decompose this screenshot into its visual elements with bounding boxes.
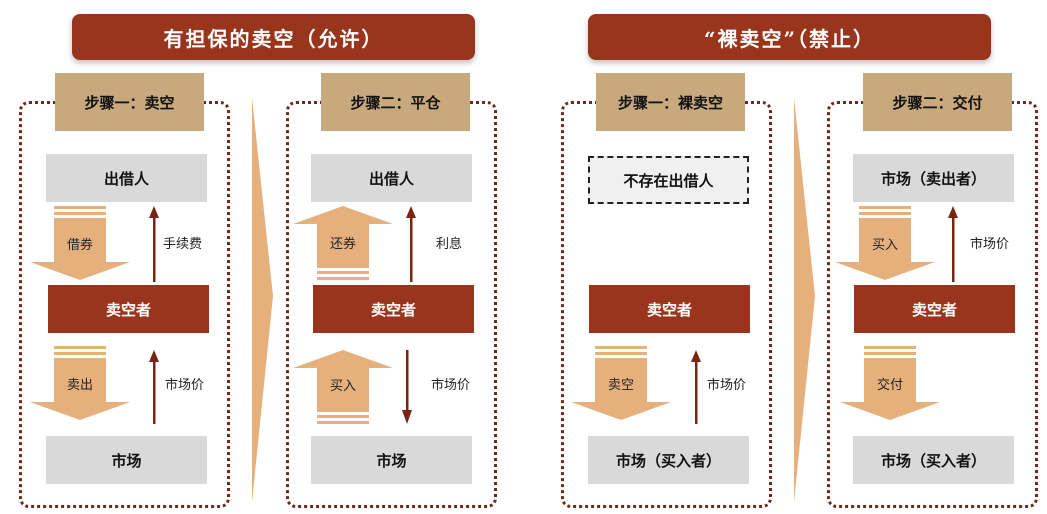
short-seller-box-label: 卖空者 — [105, 300, 151, 319]
market-seller-box: 市场（卖出者） — [853, 154, 1014, 202]
market-buyer-box: 市场（买入者） — [853, 436, 1014, 484]
interest-arrow-up-icon — [406, 206, 416, 282]
return-securities-arrow-up: 还券 — [293, 206, 393, 284]
section-title-text: 有担保的卖空（允许） — [163, 26, 384, 51]
step-tab-label: 步骤二：交付 — [892, 93, 983, 112]
buy-label: 买入 — [871, 238, 898, 253]
short-seller-box: 卖空者 — [48, 285, 209, 333]
short-sell-label: 卖空 — [607, 378, 634, 393]
short-seller-box-label: 卖空者 — [911, 300, 957, 319]
lender-box: 出借人 — [46, 154, 207, 202]
buy-arrow-up: 买入 — [293, 350, 393, 428]
market-box-label: 市场 — [376, 451, 407, 470]
market-buyer-box: 市场（买入者） — [588, 436, 749, 484]
lender-box-label: 出借人 — [368, 169, 414, 188]
market-price-label: 市场价 — [431, 378, 471, 393]
short-seller-box-label: 卖空者 — [646, 300, 692, 319]
borrow-securities-arrow-down: 借券 — [30, 206, 130, 284]
short-sell-arrow-down: 卖空 — [571, 346, 671, 424]
market-price-label: 市场价 — [970, 237, 1010, 252]
short-seller-box: 卖空者 — [313, 285, 474, 333]
short-seller-box-label: 卖空者 — [370, 300, 416, 319]
market-box: 市场 — [46, 436, 207, 484]
section-title-naked-short: “裸卖空”（禁止） — [588, 14, 991, 60]
market-box-label: 市场 — [111, 451, 142, 470]
market-price-label: 市场价 — [707, 378, 747, 393]
deliver-label: 交付 — [876, 378, 903, 393]
deliver-arrow-down: 交付 — [840, 346, 940, 424]
step-tab-naked-step1: 步骤一：裸卖空 — [596, 73, 745, 131]
step-tab-covered-step1: 步骤一：卖空 — [55, 73, 204, 131]
next-step-chevron-icon — [252, 98, 273, 502]
buy-label: 买入 — [329, 379, 356, 394]
down-arrow-icon — [840, 346, 940, 420]
step-tab-naked-step2: 步骤二：交付 — [863, 73, 1012, 131]
market-box: 市场 — [311, 436, 472, 484]
market-price-arrow-up-icon — [691, 350, 701, 424]
step-tab-label: 步骤二：平仓 — [350, 93, 441, 112]
interest-label: 利息 — [436, 237, 463, 252]
fee-arrow-up-icon — [149, 206, 159, 282]
down-arrow-icon — [30, 346, 130, 420]
step-tab-covered-step2: 步骤二：平仓 — [321, 73, 470, 131]
next-step-chevron-icon — [794, 98, 815, 502]
step-tab-label: 步骤一：卖空 — [84, 93, 175, 112]
section-title-text: “裸卖空”（禁止） — [703, 26, 875, 51]
market-price-label: 市场价 — [165, 378, 205, 393]
step-tab-label: 步骤一：裸卖空 — [617, 93, 723, 112]
market-buyer-box-label: 市场（买入者） — [615, 451, 721, 470]
borrow-securities-label: 借券 — [66, 238, 93, 253]
market-price-arrow-up-icon — [149, 350, 159, 424]
up-arrow-icon — [293, 350, 393, 424]
down-arrow-icon — [571, 346, 671, 420]
market-price-arrow-up-icon — [948, 206, 958, 282]
short-seller-box: 卖空者 — [589, 285, 750, 333]
short-seller-box: 卖空者 — [854, 285, 1015, 333]
market-seller-box-label: 市场（卖出者） — [880, 169, 986, 188]
down-arrow-icon — [30, 206, 130, 280]
lender-box-label: 出借人 — [103, 169, 149, 188]
up-arrow-icon — [293, 206, 393, 280]
no-lender-box: 不存在出借人 — [588, 156, 749, 204]
down-arrow-icon — [835, 206, 935, 280]
buy-arrow-down: 买入 — [835, 206, 935, 284]
no-lender-box-label: 不存在出借人 — [623, 171, 714, 190]
market-price-arrow-down-icon — [402, 350, 412, 424]
sell-label: 卖出 — [66, 378, 93, 393]
section-title-covered-short: 有担保的卖空（允许） — [72, 14, 475, 60]
fee-label: 手续费 — [163, 237, 203, 252]
lender-box: 出借人 — [311, 154, 472, 202]
sell-arrow-down: 卖出 — [30, 346, 130, 424]
return-securities-label: 还券 — [329, 237, 356, 252]
market-buyer-box-label: 市场（买入者） — [880, 451, 986, 470]
